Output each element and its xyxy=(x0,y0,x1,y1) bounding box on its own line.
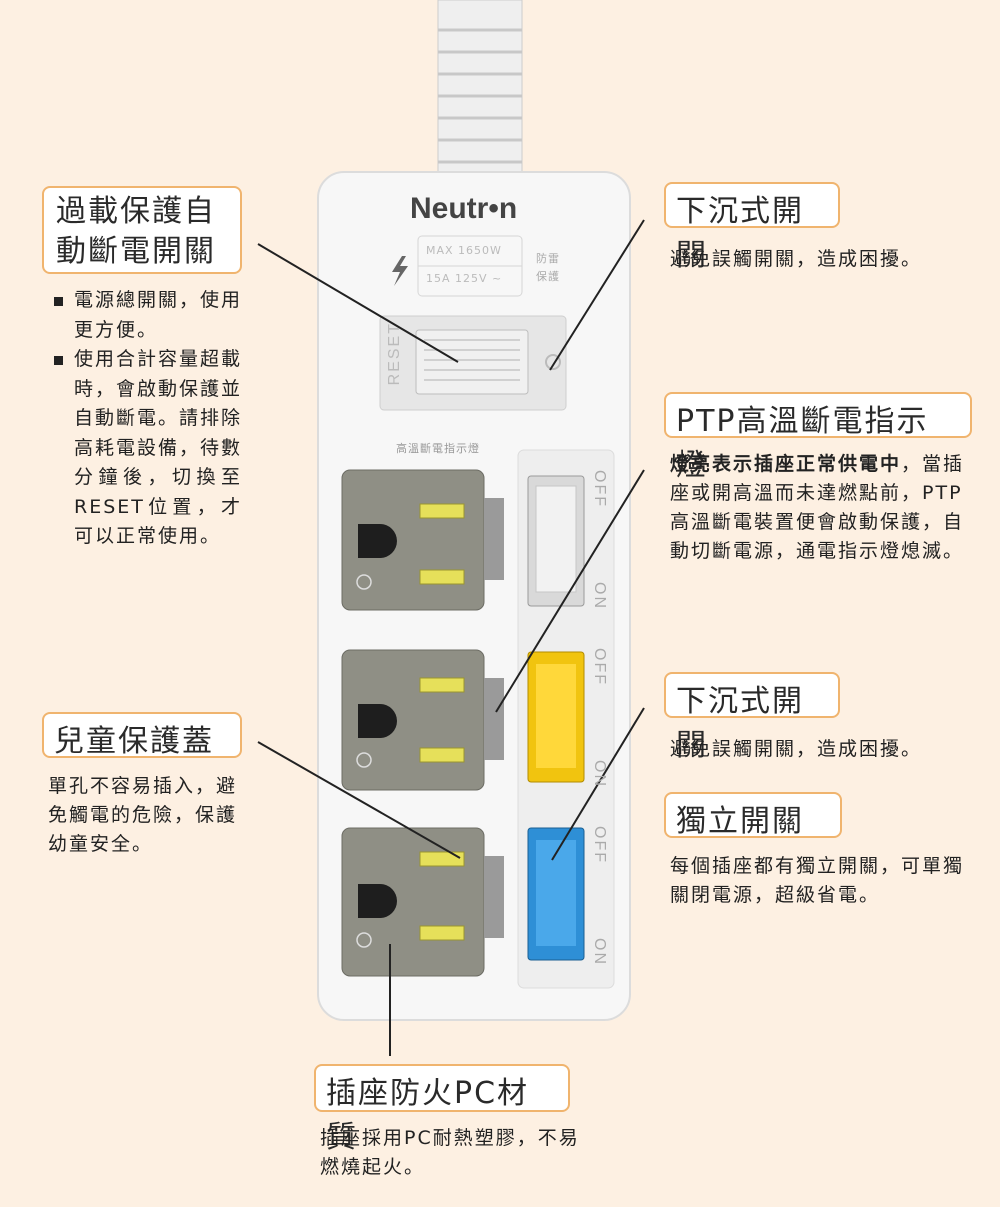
rating-max: MAX 1650W xyxy=(426,244,502,257)
independent-title: 獨立開關 xyxy=(664,792,842,839)
switch1-on: ON xyxy=(591,582,608,610)
indicator-label: 高溫斷電指示燈 xyxy=(396,442,480,455)
recessed-top-desc: 避免誤觸開關，造成困擾。 xyxy=(670,248,923,270)
socket-2 xyxy=(341,649,504,791)
fireproof-title: 插座防火PC材質 xyxy=(314,1064,570,1155)
child-desc: 單孔不容易插入，避免觸電的危險，保護幼童安全。 xyxy=(48,775,238,855)
power-cord xyxy=(437,0,523,181)
ptp-desc: 燈亮表示插座正常供電中，當插座或開高溫而未達燃點前，PTP高溫斷電裝置便會啟動保… xyxy=(670,450,970,566)
child-title: 兒童保護蓋 xyxy=(42,712,242,759)
overload-title-line1: 過載保護自 xyxy=(56,194,216,229)
switch2-on: ON xyxy=(591,760,608,788)
recessed-mid-desc: 避免誤觸開關，造成困擾。 xyxy=(670,738,923,760)
reset-label: RESET xyxy=(386,322,403,386)
recessed-top-title: 下沉式開關 xyxy=(664,182,840,273)
switch3-off: OFF xyxy=(591,826,608,864)
independent-desc: 每個插座都有獨立開關，可單獨關閉電源，超級省電。 xyxy=(670,855,965,906)
overload-bullet-2: 使用合計容量超載時，會啟動保護並自動斷電。請排除高耗電設備，待數分鐘後，切換至R… xyxy=(52,345,242,552)
recessed-mid-title: 下沉式開關 xyxy=(664,672,840,763)
ptp-desc-rest: ，當插座或開高溫而未達燃點前，PTP高溫斷電裝置便會啟動保護，自動切斷電源，通電… xyxy=(670,453,965,562)
callout-lines xyxy=(257,219,645,1056)
rating-voltage: 15A 125V ~ xyxy=(426,272,503,285)
brand-logo: Neutr•n xyxy=(410,192,518,225)
surge-label: 防雷 保護 xyxy=(536,252,560,283)
socket-1 xyxy=(341,469,504,611)
lightning-icon xyxy=(392,256,408,286)
socket-3 xyxy=(341,827,504,977)
ptp-title: PTP高溫斷電指示燈 xyxy=(664,392,972,483)
overload-bullet-1: 電源總開關，使用更方便。 xyxy=(52,286,242,345)
overload-title: 過載保護自 動斷電開關 xyxy=(42,186,242,274)
overload-bullets: 電源總開關，使用更方便。 使用合計容量超載時，會啟動保護並自動斷電。請排除高耗電… xyxy=(52,286,242,552)
switch1-off: OFF xyxy=(591,470,608,508)
master-switch[interactable] xyxy=(415,329,529,395)
switch2-off: OFF xyxy=(591,648,608,686)
ptp-desc-bold: 燈亮表示插座正常供電中 xyxy=(670,453,902,475)
switch3-on: ON xyxy=(591,938,608,966)
fireproof-desc: 插座採用PC耐熱塑膠，不易燃燒起火。 xyxy=(320,1127,580,1178)
overload-title-line2: 動斷電開關 xyxy=(56,234,216,269)
